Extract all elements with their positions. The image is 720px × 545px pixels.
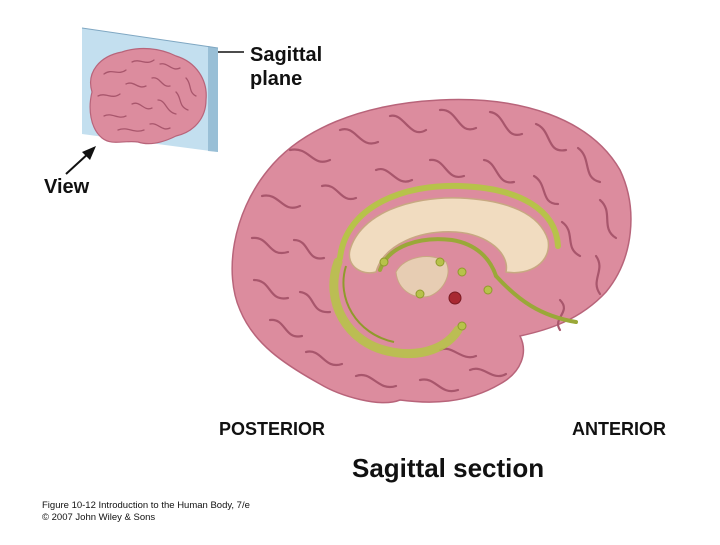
anterior-tract xyxy=(494,274,578,324)
limbic-system xyxy=(329,182,578,358)
cerebral-cortex xyxy=(231,98,632,404)
hippocampal-inner xyxy=(342,265,395,343)
anterior-label: ANTERIOR xyxy=(572,419,666,439)
sagittal-brain-section xyxy=(231,98,632,404)
cortical-gyri xyxy=(250,108,618,393)
hippocampal-curve xyxy=(329,257,463,358)
view-arrow xyxy=(65,146,96,175)
thalamus xyxy=(395,256,449,298)
fornix xyxy=(378,237,498,278)
view-label: View xyxy=(44,176,90,198)
sagittal-plane-label-line2: plane xyxy=(250,68,303,90)
brain-orientation-inset xyxy=(81,27,219,152)
sagittal-plane-edge xyxy=(208,46,218,152)
sagittal-plane-label: Sagittal xyxy=(250,44,323,66)
limbic-nuclei xyxy=(379,257,493,331)
copyright-line: © 2007 John Wiley & Sons xyxy=(42,512,156,523)
figure-caption: Figure 10-12 Introduction to the Human B… xyxy=(42,500,250,511)
section-title: Sagittal section xyxy=(352,453,545,483)
posterior-label: POSTERIOR xyxy=(219,419,326,439)
cingulate-band xyxy=(337,182,561,261)
sagittal-plane-front-edge xyxy=(81,27,219,49)
mammillary-body xyxy=(448,291,462,305)
corpus-callosum xyxy=(348,197,550,274)
small-brain-gyri xyxy=(97,59,197,132)
